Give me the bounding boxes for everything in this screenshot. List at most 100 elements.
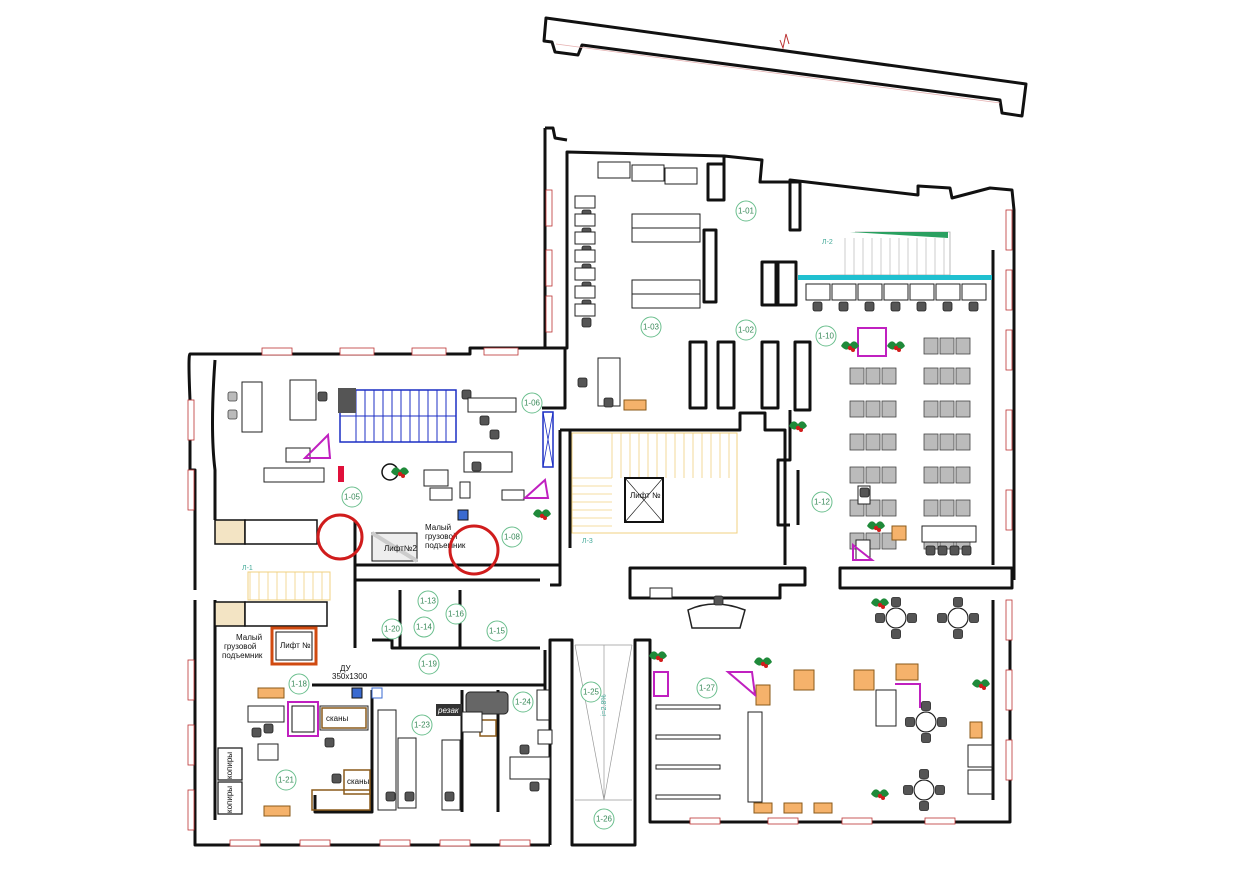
holiday-decorations — [391, 341, 990, 800]
desk — [881, 466, 897, 484]
desk — [955, 337, 971, 355]
cargo-lift-left-line1: Малый — [236, 633, 262, 642]
chair — [444, 791, 455, 802]
room-label-1-24: 1-24 — [512, 691, 534, 713]
lift-2-label: Лифт№2 — [384, 544, 417, 553]
desk — [939, 499, 955, 517]
desk — [574, 303, 596, 317]
room-number: 1-01 — [738, 207, 755, 216]
chair — [251, 727, 262, 738]
room-number: 1-24 — [515, 698, 532, 707]
room-label-1-15: 1-15 — [486, 620, 508, 642]
lift-2: Лифт№2 Малый грузовой подъемник — [370, 523, 466, 563]
chair — [921, 701, 931, 711]
desk — [909, 283, 935, 301]
desk — [247, 705, 285, 723]
desk — [574, 213, 596, 227]
room-number: 1-16 — [448, 610, 465, 619]
copiers-label-2: копиры — [225, 786, 234, 813]
window — [299, 839, 331, 847]
desk — [655, 764, 721, 770]
window — [1005, 209, 1013, 251]
chair — [961, 545, 972, 556]
window — [1005, 409, 1013, 451]
desk — [831, 283, 857, 301]
window — [545, 189, 553, 227]
chair — [890, 301, 901, 312]
desk — [923, 400, 939, 418]
chair — [937, 545, 948, 556]
chair — [519, 744, 530, 755]
desk — [939, 400, 955, 418]
room-label-1-16: 1-16 — [445, 603, 467, 625]
chair — [577, 377, 588, 388]
desk — [849, 433, 865, 451]
chair — [942, 301, 953, 312]
lift-main-label: Лифт № — [630, 491, 661, 500]
window — [187, 469, 195, 511]
stair-l2-label: Л-2 — [822, 239, 833, 246]
chair — [953, 597, 963, 607]
desk — [849, 400, 865, 418]
desk — [574, 285, 596, 299]
furniture-layer — [227, 161, 993, 817]
chair — [935, 785, 945, 795]
desk — [865, 433, 881, 451]
window — [545, 249, 553, 287]
desk — [805, 283, 831, 301]
desk — [537, 729, 553, 745]
desk — [969, 721, 983, 739]
room-label-1-18: 1-18 — [288, 673, 310, 695]
window — [261, 347, 293, 356]
window — [841, 817, 873, 825]
window — [379, 839, 411, 847]
desk — [939, 367, 955, 385]
cargo-lift-left-line3: подъемник — [222, 651, 263, 660]
chair — [581, 317, 592, 328]
chair — [331, 773, 342, 784]
desk — [881, 400, 897, 418]
window — [229, 839, 261, 847]
room-label-1-27: 1-27 — [696, 677, 718, 699]
window — [767, 817, 799, 825]
desk — [631, 293, 701, 309]
chair — [603, 397, 614, 408]
chair — [891, 597, 901, 607]
desk — [853, 669, 875, 691]
north-wall-fragment — [542, 16, 1028, 118]
holly-icon — [972, 679, 990, 690]
room-number: 1-06 — [524, 399, 541, 408]
desk — [574, 267, 596, 281]
desk — [257, 743, 279, 761]
chair — [385, 791, 396, 802]
round-table — [885, 607, 907, 629]
desk — [536, 689, 550, 721]
desk — [655, 794, 721, 800]
desk — [921, 525, 977, 543]
desk — [793, 669, 815, 691]
desk — [955, 433, 971, 451]
desk — [923, 337, 939, 355]
desk — [939, 466, 955, 484]
desk — [923, 433, 939, 451]
cut-label: резак — [437, 706, 460, 715]
desk — [923, 499, 939, 517]
reception-desk — [687, 603, 746, 629]
cargo-lift-right-line2: грузовой — [425, 532, 457, 541]
desk — [857, 283, 883, 301]
chair — [937, 613, 947, 623]
holly-icon — [871, 789, 889, 800]
chair — [838, 301, 849, 312]
window — [1005, 269, 1013, 311]
chair — [489, 429, 500, 440]
room-number: 1-02 — [738, 326, 755, 335]
room-label-1-23: 1-23 — [411, 714, 433, 736]
holly-icon — [391, 467, 409, 478]
room-label-1-02: 1-02 — [735, 319, 757, 341]
window — [689, 817, 721, 825]
room-label-1-12: 1-12 — [811, 491, 833, 513]
highlight-circle-right — [448, 524, 500, 576]
desk — [509, 756, 551, 780]
scans-label-1: сканы — [326, 714, 349, 723]
room-label-1-25: 1-25 — [580, 681, 602, 703]
